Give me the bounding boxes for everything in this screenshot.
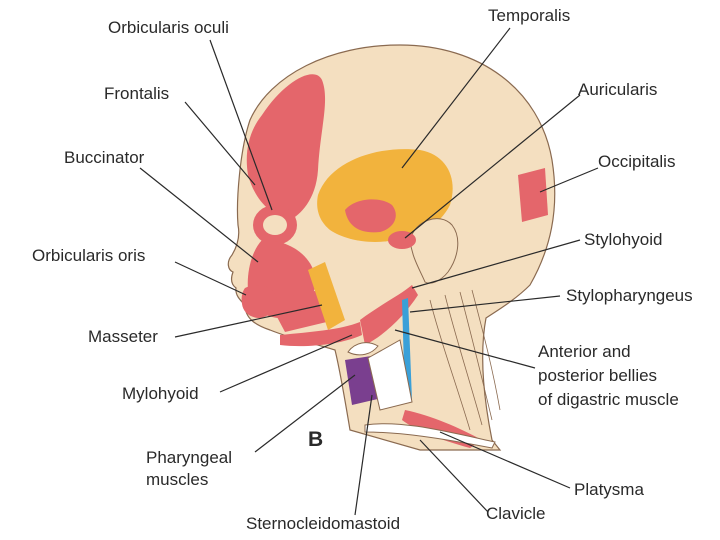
eye (263, 215, 287, 235)
masseter-muscle (308, 262, 345, 330)
label-pharyngeal-line1: Pharyngeal (146, 448, 233, 467)
label-auricularis: Auricularis (578, 80, 658, 99)
temporalis-inner (345, 199, 396, 233)
leader-lines (139, 27, 599, 516)
label-orbicularis-oris: Orbicularis oris (32, 246, 146, 265)
label-frontalis: Frontalis (104, 84, 170, 103)
label-pharyngeal-line2: muscles (146, 470, 209, 489)
sternocleidomastoid-muscle (367, 339, 413, 411)
label-platysma: Platysma (574, 480, 644, 499)
label-mylohyoid: Mylohyoid (122, 384, 199, 403)
label-stylohyoid: Stylohyoid (584, 230, 663, 249)
label-temporalis: Temporalis (488, 6, 571, 25)
label-clavicle: Clavicle (486, 504, 546, 523)
label-digastric-line2: posterior bellies (538, 366, 658, 385)
occipitalis-muscle (518, 168, 548, 222)
auricularis-muscle (388, 231, 416, 249)
ear (409, 218, 459, 284)
label-stylopharyngeus: Stylopharyngeus (566, 286, 693, 305)
label-orbicularis-oculi: Orbicularis oculi (108, 18, 229, 37)
label-digastric-line3: of digastric muscle (538, 390, 679, 409)
hyoid-bone (347, 342, 379, 356)
panel-letter: B (308, 428, 324, 451)
label-buccinator: Buccinator (64, 148, 145, 167)
label-digastric-line1: Anterior and (538, 342, 631, 361)
frontalis-muscle (246, 74, 326, 220)
orbicularis-oris-muscle (241, 285, 278, 318)
label-occipitalis: Occipitalis (598, 152, 676, 171)
label-masseter: Masseter (88, 327, 158, 346)
label-sternocleidomastoid: Sternocleidomastoid (246, 514, 401, 533)
